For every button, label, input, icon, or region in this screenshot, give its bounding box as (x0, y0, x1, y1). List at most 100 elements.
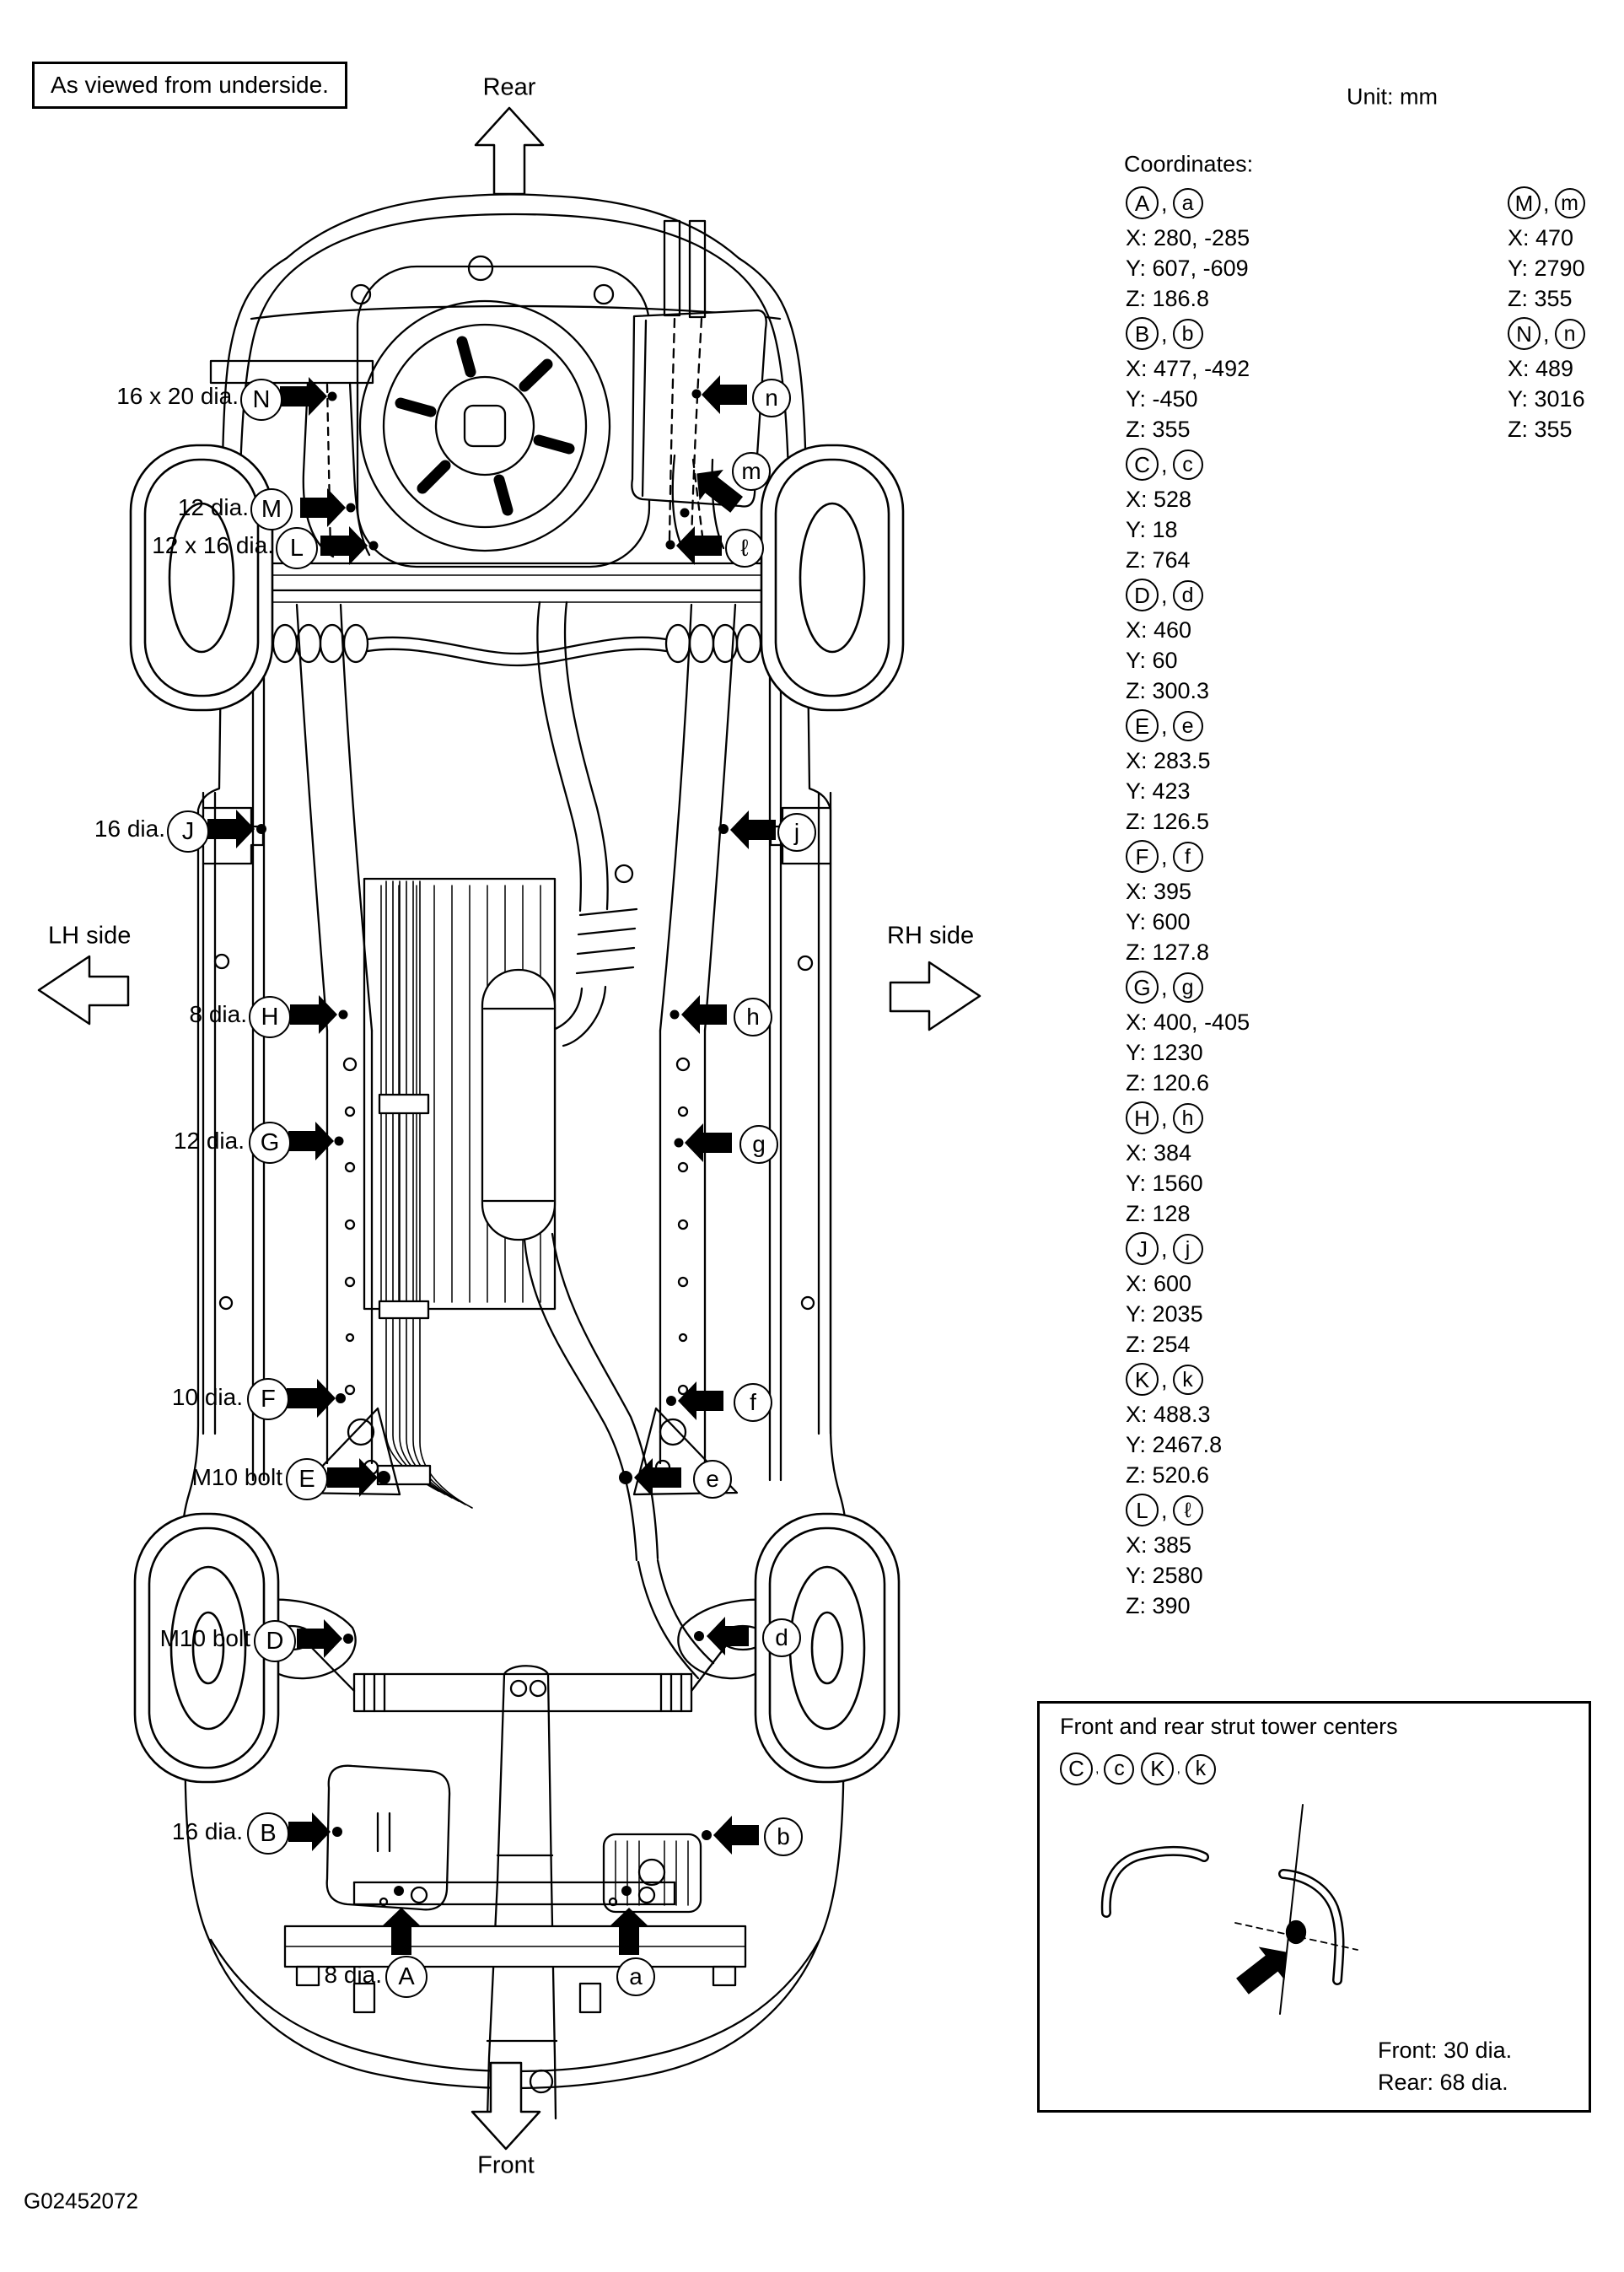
pointer-arrow-M (300, 488, 346, 527)
coord-entry-E: E,e X: 283.5 Y: 423 Z: 126.5 (1126, 706, 1250, 837)
lh-arrow-icon (37, 955, 130, 1026)
strut-front-note: Front: 30 dia. (1378, 2038, 1513, 2063)
steering-rack (309, 1643, 729, 2120)
strut-badge-C: C (1060, 1752, 1093, 1785)
coordinates-column-1: A,a X: 280, -285 Y: 607, -609 Z: 186.8 B… (1126, 183, 1250, 1621)
pointer-arrows (207, 375, 776, 1955)
pointer-arrow-A (382, 1908, 421, 1955)
pointer-arrow-d (707, 1617, 749, 1656)
callout-label-E: M10 bolt (191, 1464, 282, 1490)
point-marker-f: f (734, 1383, 772, 1422)
point-marker-n: n (752, 379, 791, 417)
rh-arrow-icon (889, 961, 981, 1031)
callout-badge-F: F (247, 1378, 289, 1420)
point-marker-m: m (732, 452, 771, 491)
callout-badge-D: D (254, 1620, 296, 1662)
callout-badge-G: G (249, 1122, 291, 1164)
fuel-brake-lines (376, 880, 473, 1509)
callout-badge-B: B (247, 1812, 289, 1855)
coord-entry-C: C,c X: 528 Y: 18 Z: 764 (1126, 444, 1250, 575)
front-crossmember (283, 1881, 747, 2014)
strut-tower-sketch (1100, 1804, 1358, 2015)
coord-entry-D: D,d X: 460 Y: 60 Z: 300.3 (1126, 575, 1250, 706)
pointer-arrow-n (702, 375, 747, 414)
unit-label: Unit: mm (1347, 83, 1438, 110)
wheels (129, 444, 905, 1784)
rear-label: Rear (482, 73, 536, 101)
pointer-arrow-N (280, 377, 327, 416)
view-note: As viewed from underside. (51, 72, 329, 98)
strut-center-arrow (1236, 1946, 1287, 1995)
pointer-arrow-B (288, 1812, 331, 1851)
pointer-arrow-b (713, 1816, 759, 1855)
callout-badge-J: J (167, 810, 209, 853)
pointer-arrow-J (207, 810, 255, 848)
pointer-arrow-H (290, 995, 337, 1034)
rh-side-label: RH side (887, 922, 975, 950)
pointer-arrow-h (681, 995, 727, 1034)
rear-crossmember (220, 562, 809, 603)
callout-badge-N: N (240, 379, 282, 421)
point-marker-h: h (734, 998, 772, 1036)
callout-badge-E: E (286, 1458, 328, 1500)
oil-pan (325, 1764, 451, 1911)
coord-entry-A: A,a X: 280, -285 Y: 607, -609 Z: 186.8 (1126, 183, 1250, 314)
point-marker-d: d (762, 1618, 801, 1657)
strut-badge-c: c (1104, 1753, 1135, 1785)
pointer-arrow-L (320, 526, 368, 565)
callout-label-F: 10 dia. (171, 1384, 243, 1410)
coord-entry-F: F,f X: 395 Y: 600 Z: 127.8 (1126, 837, 1250, 967)
callout-label-N: 16 x 20 dia. (116, 383, 239, 409)
coord-y: Y: 607, -609 (1126, 256, 1249, 281)
pointer-arrow-e (634, 1458, 681, 1497)
strut-box-title: Front and rear strut tower centers (1060, 1714, 1398, 1739)
transmission-pan (602, 1833, 702, 1914)
strut-rear-note: Rear: 68 dia. (1378, 2070, 1508, 2095)
callout-badge-L: L (276, 527, 318, 569)
callout-label-G: 12 dia. (173, 1128, 245, 1154)
callout-label-D: M10 bolt (159, 1625, 250, 1651)
front-label: Front (477, 2151, 535, 2179)
point-marker-g: g (739, 1125, 778, 1164)
callout-label-A: 8 dia. (324, 1962, 383, 1988)
pointer-arrow-E (327, 1458, 378, 1497)
pointer-arrow-m (696, 469, 744, 513)
rear-springs (272, 623, 762, 667)
strut-badge-K: K (1141, 1752, 1175, 1785)
lh-side-label: LH side (48, 922, 132, 950)
spare-tire (358, 255, 611, 552)
callout-label-M: 12 dia. (177, 494, 249, 520)
measure-point-dots (256, 389, 729, 1896)
pointer-arrow-F (287, 1379, 336, 1418)
coord-entry-B: B,b X: 477, -492 Y: -450 Z: 355 (1126, 314, 1250, 444)
coord-badge-lower: a (1172, 187, 1203, 218)
point-marker-e: e (693, 1460, 732, 1499)
callout-label-L: 12 x 16 dia. (152, 532, 274, 558)
coord-entry-N: N,n X: 489 Y: 3016 Z: 355 (1508, 314, 1585, 444)
coord-badge-upper: A (1126, 186, 1159, 219)
callout-badge-A: A (385, 1956, 428, 1998)
coord-entry-J: J,j X: 600 Y: 2035 Z: 254 (1126, 1229, 1250, 1359)
coord-entry-H: H,h X: 384 Y: 1560 Z: 128 (1126, 1098, 1250, 1229)
callout-label-B: 16 dia. (171, 1818, 243, 1844)
coordinates-title: Coordinates: (1124, 151, 1254, 177)
figure-code: G02452072 (24, 2188, 138, 2214)
coord-entry-M: M,m X: 470 Y: 2790 Z: 355 (1508, 183, 1585, 314)
callout-label-H: 8 dia. (189, 1001, 248, 1027)
callout-label-J: 16 dia. (94, 816, 165, 842)
point-marker-a: a (616, 1957, 655, 1996)
front-arrow-icon (471, 2061, 541, 2151)
pointer-arrow-a (610, 1908, 648, 1955)
rear-arrow-icon (474, 106, 545, 196)
coord-entry-L: L,ℓ X: 385 Y: 2580 Z: 390 (1126, 1490, 1250, 1621)
pointer-arrow-j (730, 810, 776, 849)
muffler (631, 219, 767, 541)
side-sills (202, 599, 832, 1482)
coord-entry-G: G,g X: 400, -405 Y: 1230 Z: 120.6 (1126, 967, 1250, 1098)
view-note-box: As viewed from underside. (32, 62, 347, 109)
pointer-arrow-G (288, 1122, 334, 1160)
